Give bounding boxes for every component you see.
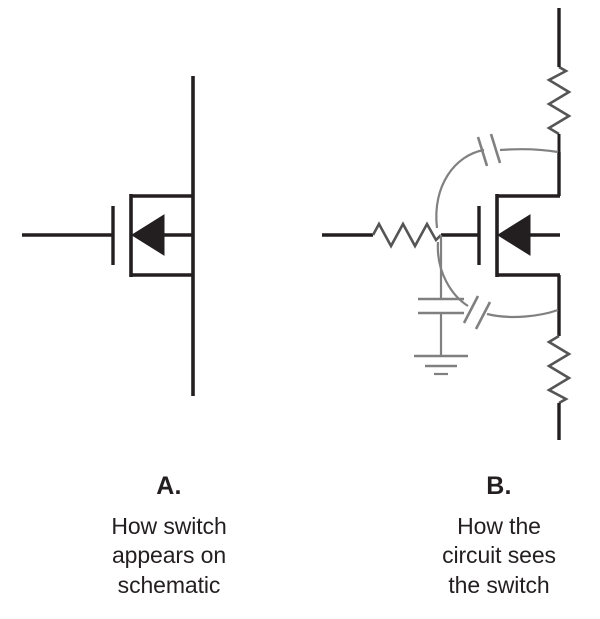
- panel-b-cgd-plate-2: [489, 133, 502, 164]
- panel-b-ground-symbol: [414, 354, 468, 376]
- panel-b-gate-drain-capacitor: [435, 133, 559, 229]
- panel-b-cgd-arc-right: [499, 148, 559, 154]
- panel-b-gate-resistor: [371, 221, 442, 249]
- caption-panel-b: B. How the circuit sees the switch: [398, 470, 600, 601]
- panel-b-cds-plate-2: [474, 301, 492, 330]
- caption-panel-a: A. How switch appears on schematic: [38, 470, 300, 601]
- panel-a-mosfet: [22, 76, 195, 396]
- panel-b-body-diode-arrow: [497, 214, 531, 256]
- panel-b-drain-resistor: [546, 65, 572, 136]
- panel-b-drain-source-capacitor: [436, 241, 559, 330]
- panel-b-cgd-plate-1: [476, 136, 489, 167]
- caption-a-line-1: How switch: [111, 512, 227, 539]
- caption-b-line-2: circuit sees: [442, 542, 556, 569]
- caption-a-line-3: schematic: [117, 572, 221, 599]
- panel-b-mosfet-with-parasitics: [322, 8, 572, 440]
- panel-b-gate-source-capacitor: [418, 297, 464, 355]
- panel-b-source-resistor: [546, 334, 572, 405]
- panel-a-body-diode-arrow: [131, 214, 165, 256]
- panel-b-cgd-arc-left: [435, 148, 485, 229]
- caption-a-letter: A.: [156, 472, 182, 500]
- panel-b-cds-arc-left: [436, 241, 469, 307]
- panel-b-mosfet-symbol: [441, 194, 560, 277]
- panel-b-cds-arc-right: [486, 308, 559, 319]
- panel-b-cds-plate-1: [462, 295, 480, 324]
- caption-a-line-2: appears on: [111, 542, 227, 569]
- caption-b-line-1: How the: [457, 512, 541, 539]
- caption-b-line-3: the switch: [448, 572, 550, 599]
- caption-b-letter: B.: [486, 472, 512, 500]
